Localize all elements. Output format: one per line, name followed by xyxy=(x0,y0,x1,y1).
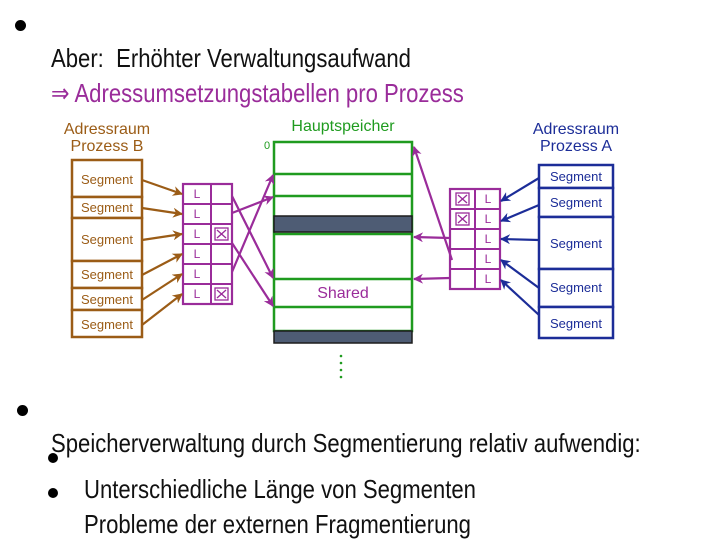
arrow-icon xyxy=(500,177,540,202)
table-b-flag: L xyxy=(194,287,201,301)
x-box-icon xyxy=(455,192,470,206)
table-a-flag: L xyxy=(485,232,492,246)
process-b-segment-box xyxy=(70,308,144,339)
arrow-icon xyxy=(500,259,540,289)
bullet-icon xyxy=(17,405,28,416)
memory-frame xyxy=(272,140,414,333)
shared-segment-label: Shared xyxy=(317,285,369,302)
arrow-icon xyxy=(141,293,183,326)
arrow-icon xyxy=(231,242,274,307)
process-a-segment-label: Segment xyxy=(550,169,602,184)
x-box-icon xyxy=(214,287,229,301)
table-a-flag: L xyxy=(485,192,492,206)
arrow-icon xyxy=(500,279,540,316)
main-memory-title: Hauptspeicher xyxy=(291,118,395,135)
address-origin-label: 0 xyxy=(264,140,270,152)
process-b-segment-arrows xyxy=(141,178,183,326)
process-a-title-line1: Adressraum xyxy=(533,121,619,138)
arrow-icon xyxy=(412,146,454,261)
bullet-icon xyxy=(15,20,26,31)
sub-bullet-2: Probleme der externen Fragmentierung xyxy=(75,479,539,539)
process-b-segment-label: Segment xyxy=(81,292,133,307)
sub-bullet-icon xyxy=(48,453,58,463)
address-space-process-b: Adressraum Prozess B Segment Segment Seg… xyxy=(64,121,150,339)
continuation-dots-icon xyxy=(339,354,343,379)
process-a-segment-box xyxy=(537,267,615,309)
table-a-flag: L xyxy=(485,272,492,286)
table-b-flag: L xyxy=(194,227,201,241)
bullet-bottom: Speicherverwaltung durch Segmentierung r… xyxy=(42,398,702,458)
main-memory: Hauptspeicher 0 Shared xyxy=(264,118,414,379)
arrow-icon xyxy=(500,234,540,245)
process-b-segment-label: Segment xyxy=(81,267,133,282)
sub-bullet-1: Unterschiedliche Länge von Segmenten xyxy=(75,444,545,504)
x-box-icon xyxy=(214,227,229,241)
process-b-segment-label: Segment xyxy=(81,232,133,247)
table-a-mapping-arrows xyxy=(412,146,454,284)
table-a-flag: L xyxy=(485,252,492,266)
process-a-segment-label: Segment xyxy=(550,236,602,251)
process-a-segment-box xyxy=(537,215,615,271)
bullet-bottom-text: Speicherverwaltung durch Segmentierung r… xyxy=(50,428,641,458)
process-a-segment-label: Segment xyxy=(550,316,602,331)
consequence-text: ⇒ Adressumsetzungstabellen pro Prozess xyxy=(50,78,464,108)
process-b-segment-label: Segment xyxy=(81,317,133,332)
process-b-title-line1: Adressraum xyxy=(64,121,150,138)
translation-table-process-a: L L L L L xyxy=(448,187,502,291)
process-b-segment-label: Segment xyxy=(81,200,133,215)
arrow-icon xyxy=(141,178,183,196)
process-b-segment-label: Segment xyxy=(81,172,133,187)
arrow-icon xyxy=(231,195,274,279)
free-block xyxy=(273,215,413,233)
process-a-segment-arrows xyxy=(500,177,540,316)
process-b-title-line2: Prozess B xyxy=(71,138,144,155)
sub-bullet-icon xyxy=(48,488,58,498)
table-a-flag: L xyxy=(485,212,492,226)
table-b-flag: L xyxy=(194,187,201,201)
process-a-segment-label: Segment xyxy=(550,195,602,210)
table-b-mapping-arrows xyxy=(230,174,275,307)
address-space-process-a: Adressraum Prozess A Segment Segment Seg… xyxy=(533,121,619,340)
process-b-segment-box xyxy=(70,158,144,199)
x-box-icon xyxy=(455,212,470,226)
bullet-top-text: Aber: Erhöhter Verwaltungsaufwand xyxy=(50,43,411,73)
arrow-icon xyxy=(141,253,183,276)
arrow-icon xyxy=(141,206,183,218)
arrow-icon xyxy=(500,203,540,223)
arrow-icon xyxy=(141,230,183,242)
arrow-icon xyxy=(231,195,274,215)
segmentation-diagram: Adressraum Prozess B Segment Segment Seg… xyxy=(64,118,619,379)
process-a-title-line2: Prozess A xyxy=(540,138,612,155)
sub-bullet-1-text: Unterschiedliche Länge von Segmenten xyxy=(83,474,476,504)
bullet-top-consequence: ⇒ Adressumsetzungstabellen pro Prozess xyxy=(42,48,537,108)
translation-table-process-b: L L L L L L xyxy=(181,182,234,306)
arrow-icon xyxy=(413,273,451,284)
table-b-flag: L xyxy=(194,247,201,261)
sub-bullet-2-text: Probleme der externen Fragmentierung xyxy=(83,509,471,539)
table-b-flag: L xyxy=(194,207,201,221)
process-a-segment-label: Segment xyxy=(550,280,602,295)
arrow-icon xyxy=(230,174,275,273)
process-a-segment-box xyxy=(537,305,615,340)
bullet-top: Aber: Erhöhter Verwaltungsaufwand xyxy=(42,13,474,73)
free-block xyxy=(273,330,413,344)
arrow-icon xyxy=(141,273,183,301)
table-b-flag: L xyxy=(194,267,201,281)
